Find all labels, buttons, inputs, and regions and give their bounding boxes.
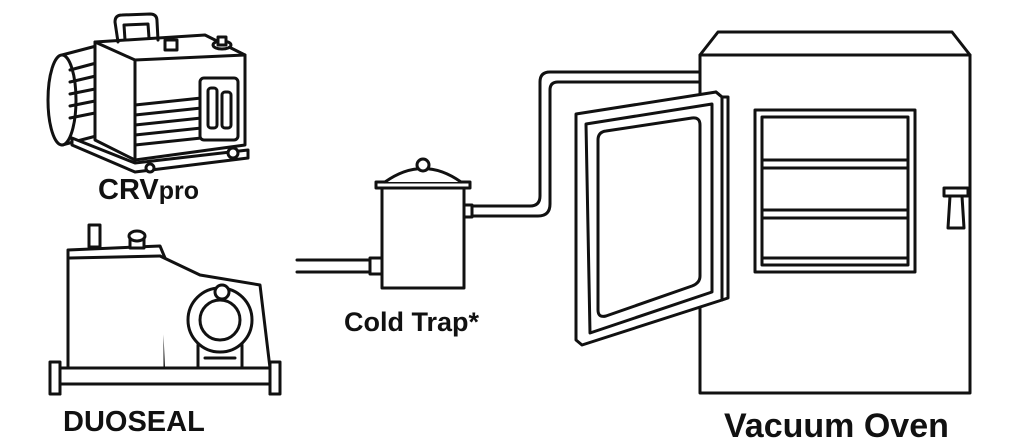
cold-trap: [374, 157, 474, 290]
crv-suffix-text: pro: [159, 177, 199, 205]
trap-to-oven-hose: [470, 70, 702, 218]
crv-main-text: CRV: [98, 174, 159, 206]
duoseal-pump: [48, 223, 282, 396]
pump-hose: [295, 256, 384, 276]
crvpro-pump: [46, 12, 250, 174]
vacuum-oven: [574, 30, 972, 395]
cold-trap-label: Cold Trap*: [344, 307, 480, 337]
crvpro-label: CRVpro: [98, 174, 199, 206]
duoseal-label: DUOSEAL: [63, 406, 205, 438]
vacuum-oven-label: Vacuum Oven: [724, 407, 949, 445]
